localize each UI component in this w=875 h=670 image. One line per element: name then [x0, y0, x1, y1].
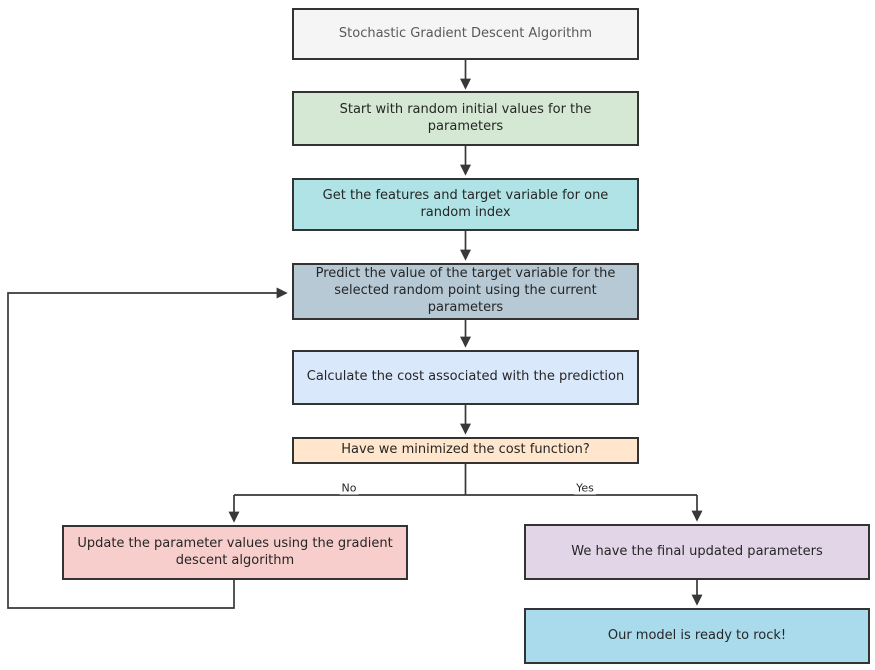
node-final-parameters: We have the final updated parameters	[524, 524, 870, 580]
branch-rail-line	[234, 464, 697, 496]
node-init-parameters-label: Start with random initial values for the…	[339, 101, 592, 134]
node-model-ready-label: Our model is ready to rock!	[607, 627, 787, 643]
node-title: Stochastic Gradient Descent Algorithm	[292, 8, 639, 60]
node-decision-cost-minimized: Have we minimized the cost function?	[292, 437, 639, 464]
node-predict-label: Predict the value of the target variable…	[315, 266, 616, 315]
branch-label-yes: Yes	[574, 481, 596, 495]
node-update-parameters-label: Update the parameter values using the gr…	[77, 535, 393, 568]
node-calculate-cost: Calculate the cost associated with the p…	[292, 350, 639, 405]
loop-update-to-predict	[7, 287, 288, 609]
branch-label-no: No	[339, 481, 359, 495]
node-get-random-sample: Get the features and target variable for…	[292, 178, 639, 231]
node-final-parameters-label: We have the final updated parameters	[571, 543, 823, 559]
node-title-label: Stochastic Gradient Descent Algorithm	[338, 25, 593, 41]
node-get-random-sample-label: Get the features and target variable for…	[322, 187, 609, 220]
node-decision-cost-minimized-label: Have we minimized the cost function?	[341, 442, 590, 458]
node-predict: Predict the value of the target variable…	[292, 263, 639, 320]
node-init-parameters: Start with random initial values for the…	[292, 91, 639, 146]
node-update-parameters: Update the parameter values using the gr…	[62, 525, 408, 580]
node-calculate-cost-label: Calculate the cost associated with the p…	[306, 369, 625, 385]
node-model-ready: Our model is ready to rock!	[524, 608, 870, 664]
